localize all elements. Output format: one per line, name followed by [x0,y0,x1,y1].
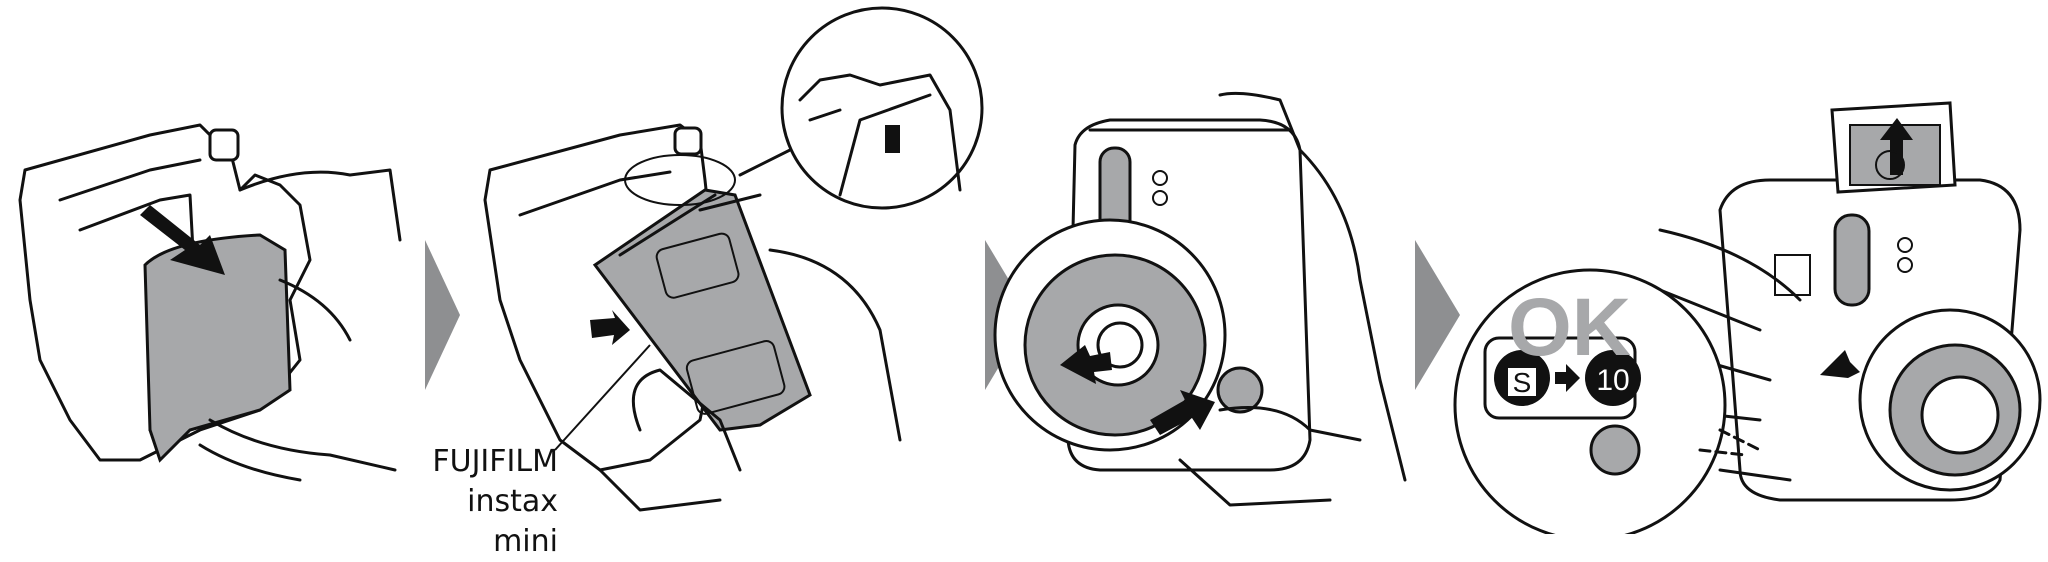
counter-10: 10 [1596,364,1629,397]
step4-eject-film-cover: OK S 10 [1453,101,2042,534]
film-label: FUJIFILM instax mini [400,442,558,562]
film-label-product: instax mini [467,484,558,559]
step2-insert-film [483,6,984,512]
instruction-diagram: OK S 10 [18,6,2042,534]
ok-text: OK [1508,282,1631,373]
film-label-brand: FUJIFILM [432,444,558,479]
step1-camera-open-back [18,123,402,482]
step3-extend-lens [993,91,1407,507]
step-arrow-1 [425,240,460,390]
counter-s: S [1513,367,1532,398]
step-arrow-3 [1415,240,1460,390]
